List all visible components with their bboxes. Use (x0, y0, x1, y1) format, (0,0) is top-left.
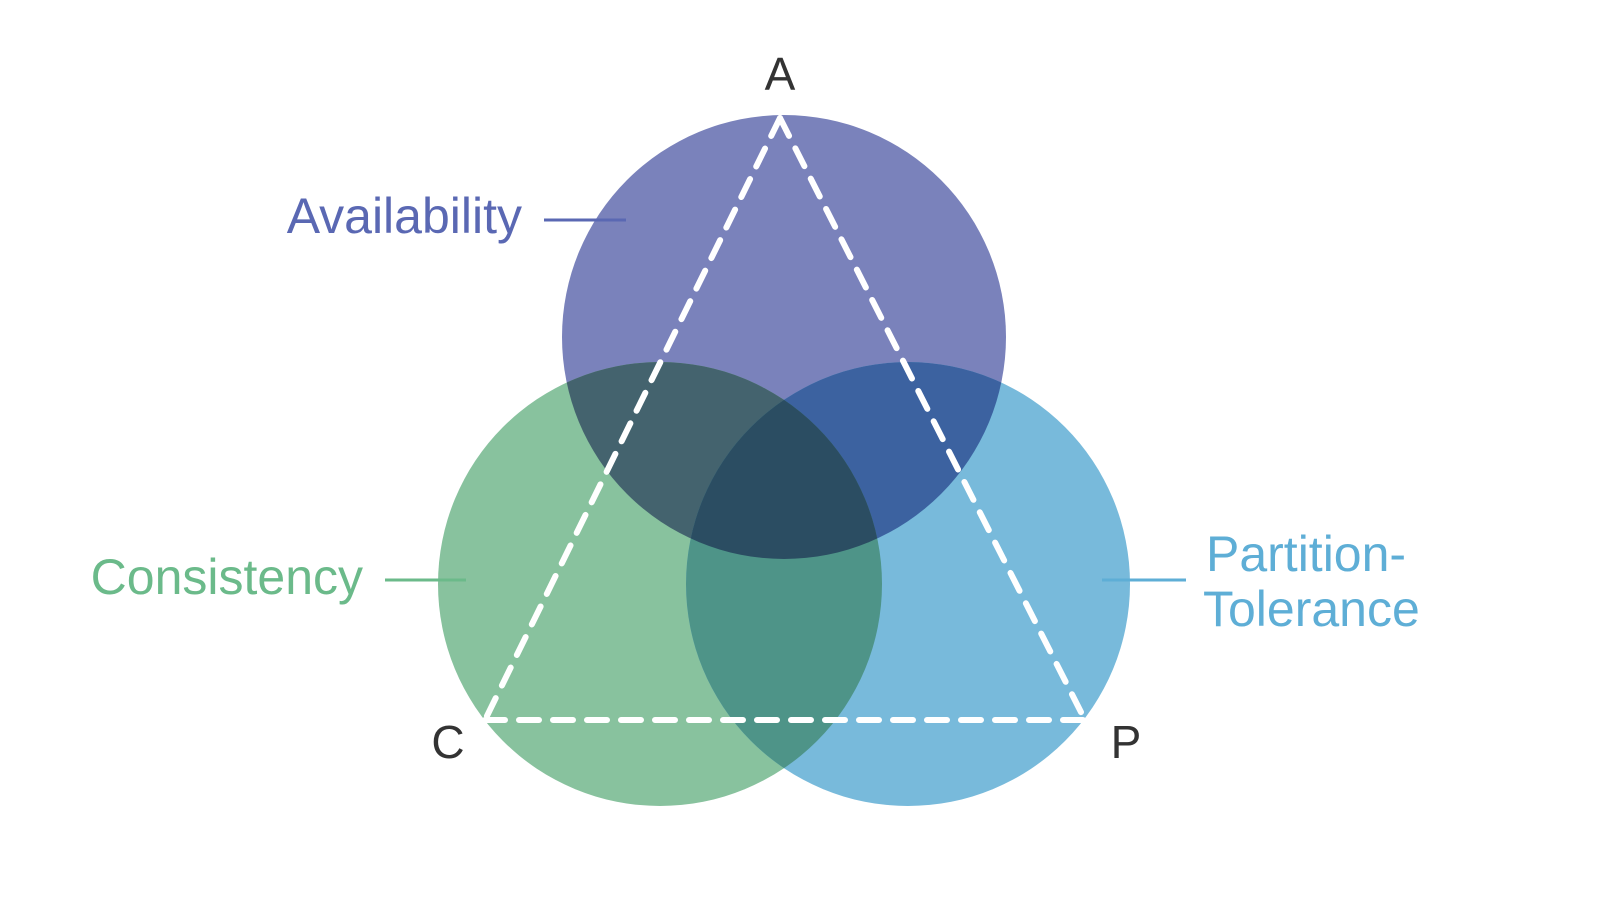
vertex-label-p: P (1111, 716, 1142, 768)
cap-triangle (482, 115, 1088, 723)
vertex-label-c: C (431, 716, 464, 768)
availability-label: Availability (287, 188, 522, 244)
partition-label-line2: Tolerance (1203, 581, 1420, 637)
triangle-edge-a-c (482, 115, 783, 723)
vertex-label-a: A (765, 48, 796, 100)
overlap-all-three (686, 362, 882, 559)
triangle-edge-a-p (777, 115, 1088, 723)
consistency-label: Consistency (91, 549, 363, 605)
partition-label-line1: Partition- (1206, 526, 1406, 582)
